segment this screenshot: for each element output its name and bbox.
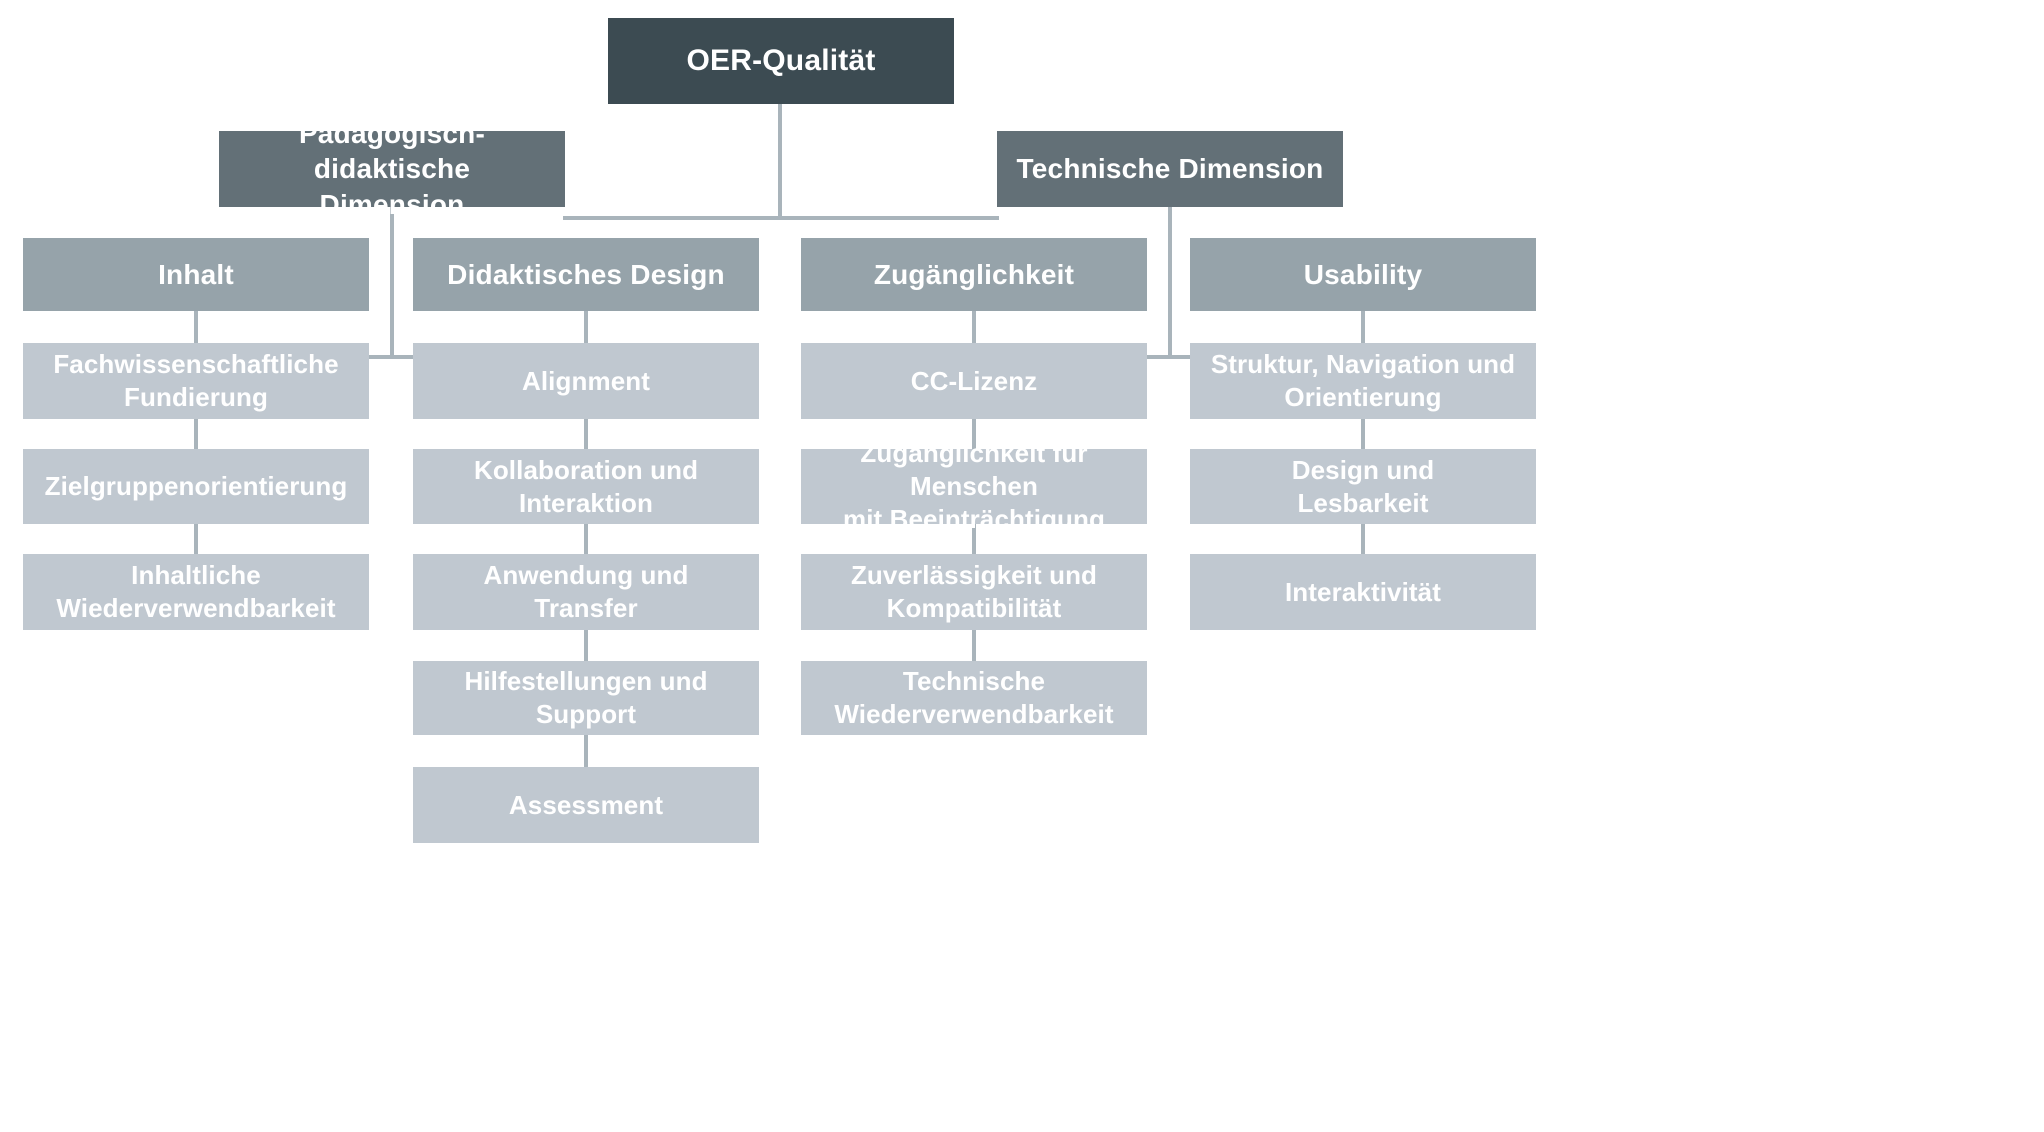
connector-paed-down [390, 207, 394, 357]
node-label: Alignment [521, 365, 650, 396]
node-label: Design und Lesbarkeit [1291, 454, 1435, 518]
node-label: Zugänglichkeit für Menschen mit Beeinträ… [842, 438, 1105, 534]
node-label: Zuverlässigkeit und Kompatibilität [850, 560, 1098, 623]
connector-col4-s1 [1361, 311, 1365, 345]
node-struktur-navigation-und-orientierung[interactable]: Struktur, Navigation und Orientierung [1190, 343, 1536, 419]
node-label: Interaktivität [1284, 576, 1441, 607]
node-label: Kollaboration und Interaktion [473, 454, 699, 518]
node-assessment[interactable]: Assessment [413, 767, 759, 843]
connector-root-down [778, 104, 782, 218]
node-label: Inhaltliche Wiederverwendbarkeit [56, 560, 336, 623]
node-paedagogisch-didaktische-dimension[interactable]: Pädagogisch-didaktische Dimension [219, 118, 565, 220]
node-zugaenglichkeit-fuer-menschen-mit-beeintraechtigung[interactable]: Zugänglichkeit für Menschen mit Beeinträ… [801, 438, 1147, 534]
connector-col2-s1 [584, 311, 588, 345]
node-label: Struktur, Navigation und Orientierung [1210, 349, 1516, 412]
node-label: Technische Dimension [1016, 153, 1324, 185]
connector-dimension-bus [563, 216, 999, 220]
node-label: Didaktisches Design [447, 258, 725, 290]
node-hilfestellungen-und-support[interactable]: Hilfestellungen und Support [413, 661, 759, 735]
node-zuverlaessigkeit-und-kompatibilitaet[interactable]: Zuverlässigkeit und Kompatibilität [801, 554, 1147, 630]
node-label: Zugänglichkeit [873, 258, 1075, 290]
connector-col1-s3 [194, 524, 198, 556]
connector-col2-s4 [584, 630, 588, 661]
connector-col3-s2 [972, 419, 976, 451]
node-label: CC-Lizenz [910, 365, 1038, 396]
connector-col3-s1 [972, 311, 976, 345]
connector-col2-s3 [584, 524, 588, 556]
node-label: Inhalt [158, 258, 234, 290]
node-usability[interactable]: Usability [1190, 238, 1536, 311]
node-label: Usability [1303, 258, 1423, 290]
node-interaktivitaet[interactable]: Interaktivität [1190, 554, 1536, 630]
node-label: Zielgruppenorientierung [44, 471, 348, 502]
connector-col2-s2 [584, 419, 588, 451]
connector-col2-s5 [584, 735, 588, 767]
connector-tech-down [1168, 207, 1172, 357]
connector-col3-s4 [972, 630, 976, 661]
node-zielgruppenorientierung[interactable]: Zielgruppenorientierung [23, 449, 369, 524]
node-label: Assessment [508, 789, 664, 820]
node-fachwissenschaftliche-fundierung[interactable]: Fachwissenschaftliche Fundierung [23, 343, 369, 419]
connector-col1-s2 [194, 419, 198, 451]
node-label: Technische Wiederverwendbarkeit [834, 666, 1114, 729]
node-didaktisches-design[interactable]: Didaktisches Design [413, 238, 759, 311]
node-label: OER-Qualität [686, 44, 876, 78]
connector-tech-bus [1146, 355, 1192, 359]
node-label: Anwendung und Transfer [483, 560, 689, 623]
node-label: Hilfestellungen und Support [464, 666, 708, 729]
connector-paed-bus [368, 355, 414, 359]
connector-col3-s3 [972, 524, 976, 556]
node-inhalt[interactable]: Inhalt [23, 238, 369, 311]
connector-col1-s1 [194, 311, 198, 345]
node-oer-qualitaet[interactable]: OER-Qualität [608, 18, 954, 104]
connector-col4-s3 [1361, 524, 1365, 556]
node-technische-dimension[interactable]: Technische Dimension [997, 131, 1343, 207]
node-anwendung-und-transfer[interactable]: Anwendung und Transfer [413, 554, 759, 630]
node-label: Pädagogisch-didaktische Dimension [299, 118, 485, 220]
node-label: Fachwissenschaftliche Fundierung [53, 349, 339, 412]
node-kollaboration-und-interaktion[interactable]: Kollaboration und Interaktion [413, 449, 759, 524]
node-zugaenglichkeit[interactable]: Zugänglichkeit [801, 238, 1147, 311]
node-technische-wiederverwendbarkeit[interactable]: Technische Wiederverwendbarkeit [801, 661, 1147, 735]
node-inhaltliche-wiederverwendbarkeit[interactable]: Inhaltliche Wiederverwendbarkeit [23, 554, 369, 630]
node-alignment[interactable]: Alignment [413, 343, 759, 419]
connector-col4-s2 [1361, 419, 1365, 451]
node-design-und-lesbarkeit[interactable]: Design und Lesbarkeit [1190, 449, 1536, 524]
node-cc-lizenz[interactable]: CC-Lizenz [801, 343, 1147, 419]
